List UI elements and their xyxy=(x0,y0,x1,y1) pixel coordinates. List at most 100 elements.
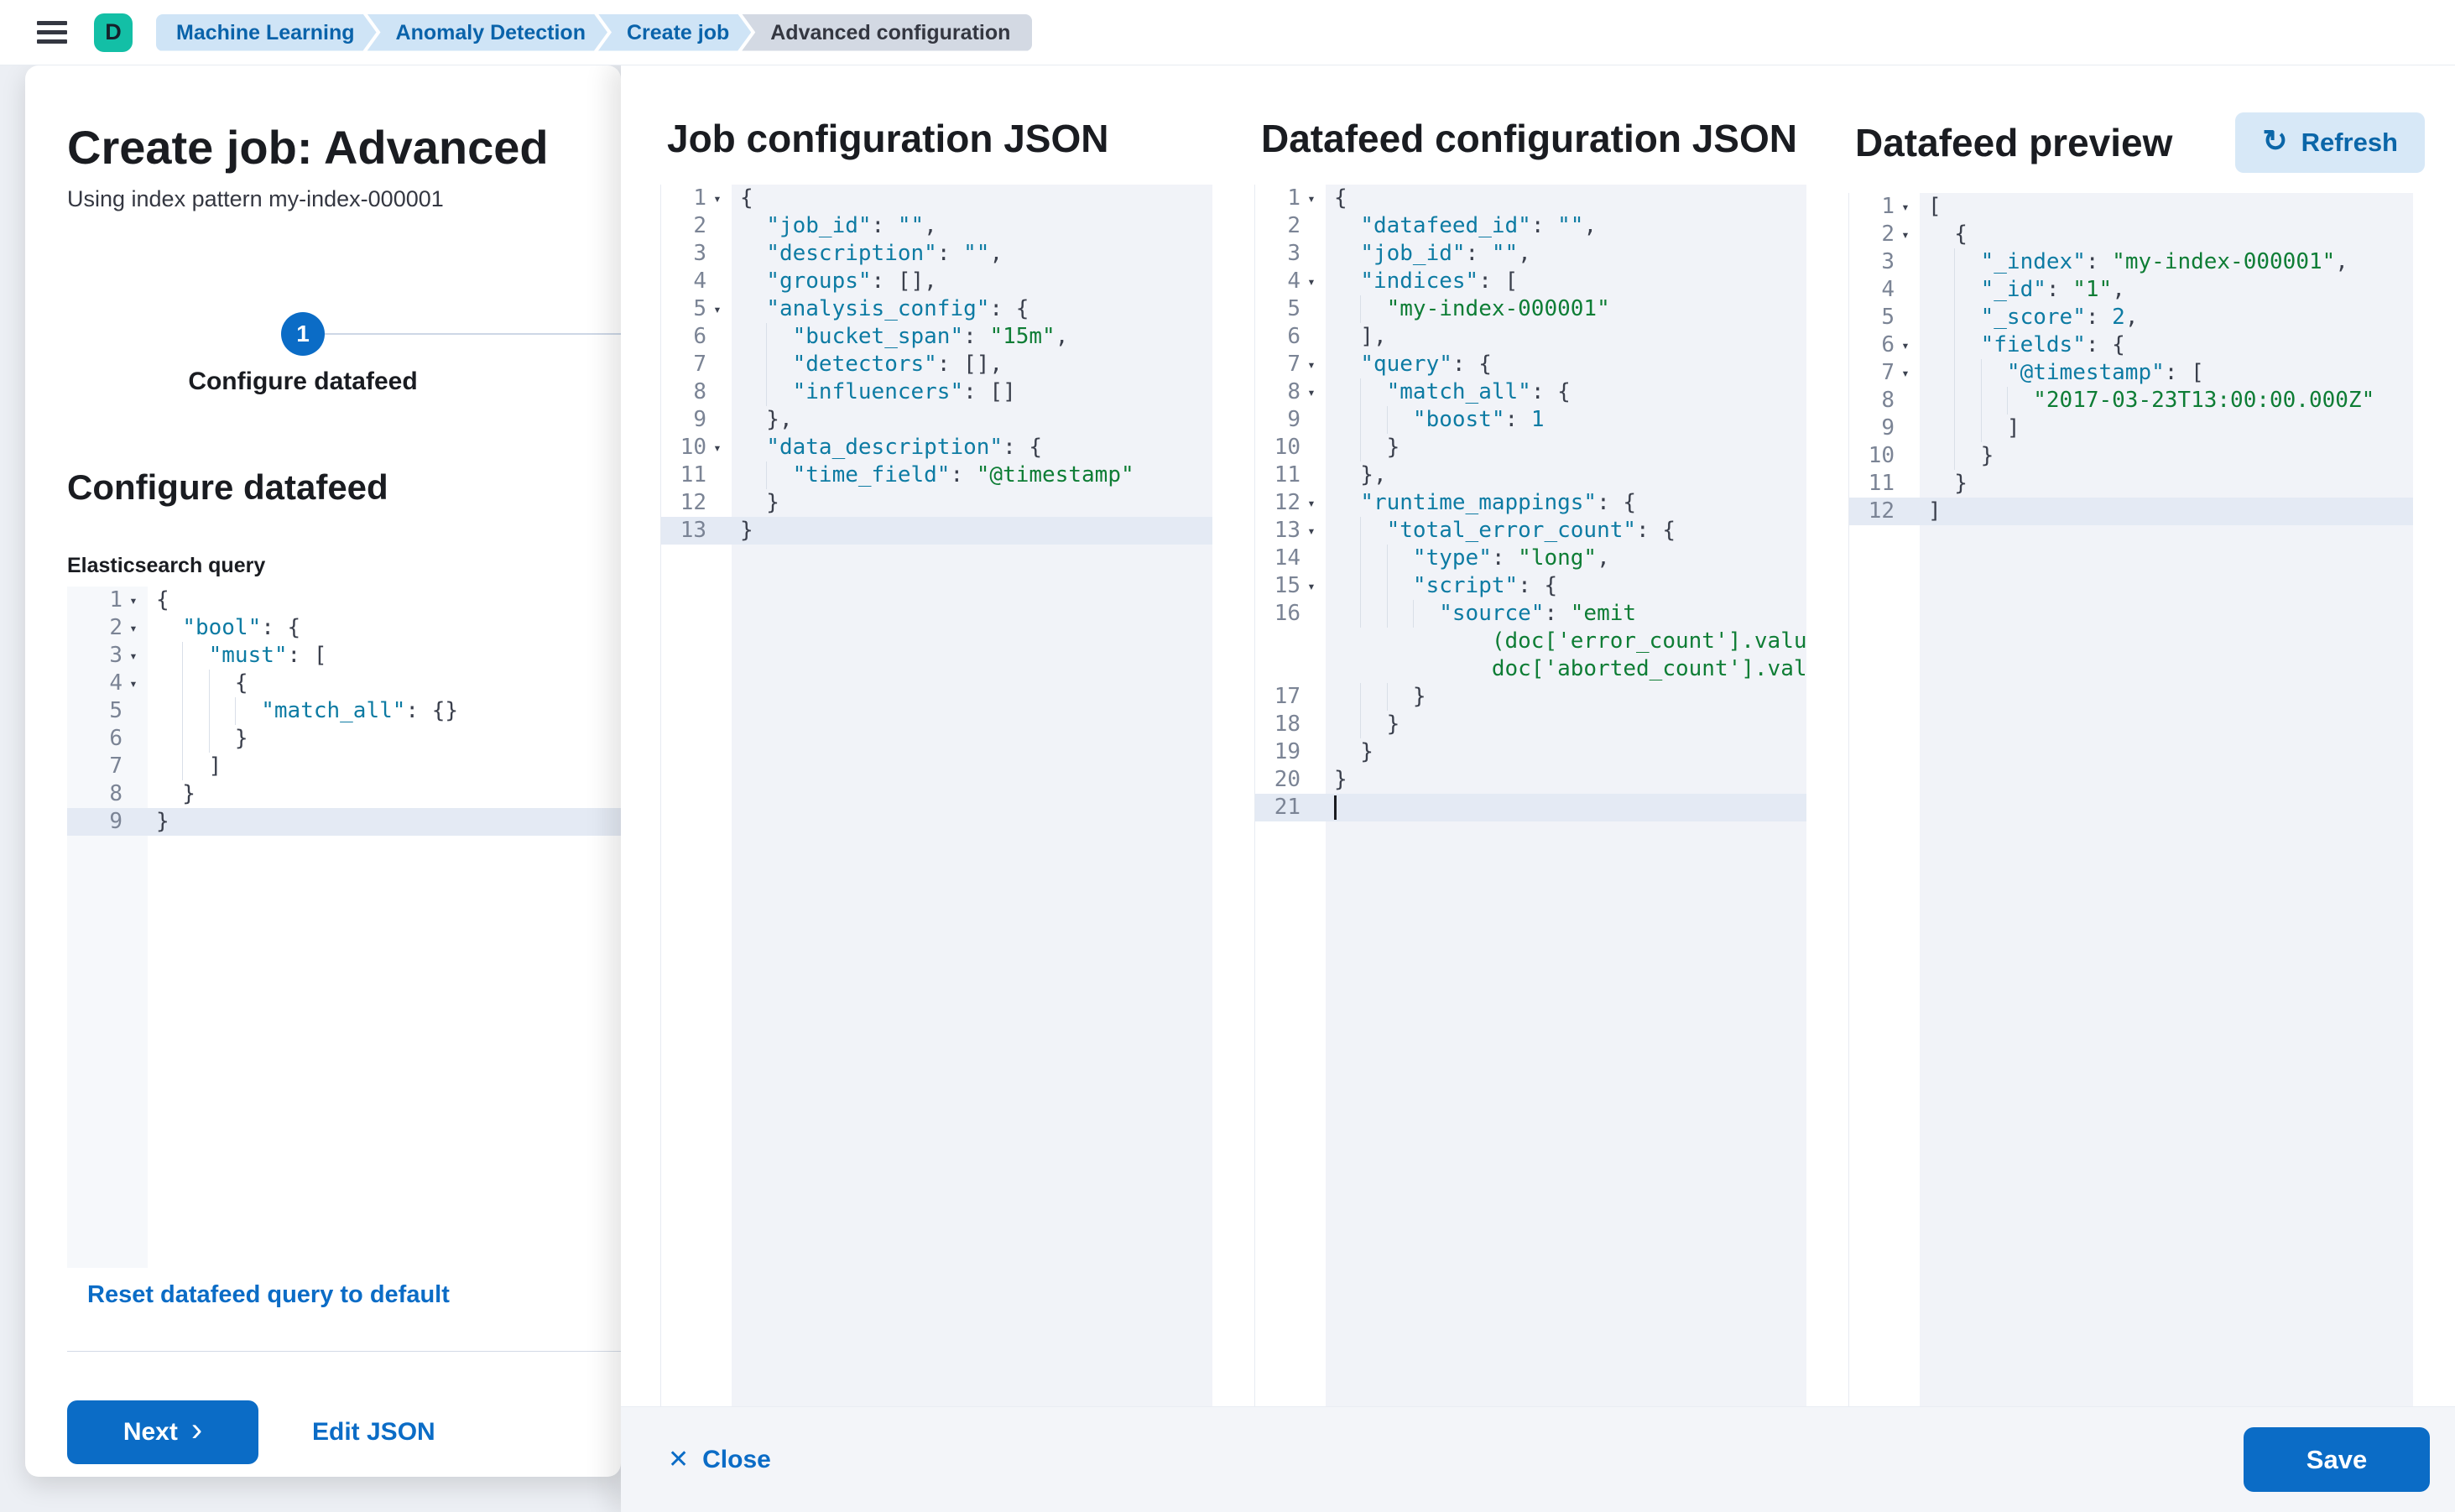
code-line: 2▾ "bool": { xyxy=(67,614,621,642)
code-line: 4▾ "indices": [ xyxy=(1255,268,1806,295)
fold-toggle-icon[interactable]: ▾ xyxy=(1307,495,1316,511)
code-line: 4▾ { xyxy=(67,670,621,697)
fold-toggle-icon[interactable]: ▾ xyxy=(129,675,138,691)
fold-toggle-icon[interactable]: ▾ xyxy=(1307,384,1316,400)
step-progress-line xyxy=(325,333,621,335)
flyout-footer: ✕ Close Save xyxy=(621,1406,2455,1512)
job-configuration-title: Job configuration JSON xyxy=(667,117,1109,160)
code-line: 3 "job_id": "", xyxy=(1255,240,1806,268)
code-line: 13▾ "total_error_count": { xyxy=(1255,517,1806,545)
code-line: 8 "influencers": [] xyxy=(661,378,1212,406)
code-line: 4 "_id": "1", xyxy=(1849,276,2413,304)
code-line: 1▾{ xyxy=(661,185,1212,212)
divider xyxy=(67,1351,621,1352)
code-line: 5 "_score": 2, xyxy=(1849,304,2413,331)
fold-toggle-icon[interactable]: ▾ xyxy=(1307,274,1316,289)
close-icon: ✕ xyxy=(668,1445,690,1473)
index-pattern-subtitle: Using index pattern my-index-000001 xyxy=(67,186,444,211)
code-line: 6 ], xyxy=(1255,323,1806,351)
avatar[interactable]: D xyxy=(94,13,133,52)
code-line: 10 } xyxy=(1849,442,2413,470)
code-line: 5 "match_all": {} xyxy=(67,697,621,725)
code-line: 3▾ "must": [ xyxy=(67,642,621,670)
fold-toggle-icon[interactable]: ▾ xyxy=(1901,365,1910,381)
reset-datafeed-query-link[interactable]: Reset datafeed query to default xyxy=(87,1281,450,1308)
text-cursor xyxy=(1334,795,1337,820)
code-line: 12▾ "runtime_mappings": { xyxy=(1255,489,1806,517)
breadcrumb-item: Advanced configuration xyxy=(742,13,1033,51)
close-button[interactable]: ✕ Close xyxy=(668,1445,771,1473)
save-button[interactable]: Save xyxy=(2244,1427,2430,1492)
fold-toggle-icon[interactable]: ▾ xyxy=(1307,357,1316,373)
menu-icon[interactable] xyxy=(37,16,67,49)
code-line: (doc['error_count'].value + xyxy=(1255,628,1806,655)
fold-toggle-icon[interactable]: ▾ xyxy=(713,301,722,317)
fold-toggle-icon[interactable]: ▾ xyxy=(129,620,138,636)
create-job-wizard-panel: Create job: Advanced Using index pattern… xyxy=(25,65,621,1477)
step-1-label: Configure datafeed xyxy=(188,368,418,395)
code-line: 6 "bucket_span": "15m", xyxy=(661,323,1212,351)
code-line: 3 "_index": "my-index-000001", xyxy=(1849,248,2413,276)
refresh-button[interactable]: ↻ Refresh xyxy=(2235,112,2425,173)
next-button[interactable]: Next › xyxy=(67,1400,258,1464)
fold-toggle-icon[interactable]: ▾ xyxy=(1307,190,1316,206)
elasticsearch-query-editor[interactable]: 1▾{2▾ "bool": {3▾ "must": [4▾ {5 "match_… xyxy=(67,587,621,1268)
edit-json-link[interactable]: Edit JSON xyxy=(312,1418,435,1446)
code-line: 19 } xyxy=(1255,738,1806,766)
code-line: 12] xyxy=(1849,498,2413,525)
fold-toggle-icon[interactable]: ▾ xyxy=(129,592,138,608)
code-line: 9} xyxy=(67,808,621,836)
code-line: 14 "type": "long", xyxy=(1255,545,1806,572)
step-indicator: 1 Configure datafeed xyxy=(67,312,621,413)
breadcrumb-item[interactable]: Create job xyxy=(598,14,751,51)
breadcrumb-item[interactable]: Anomaly Detection xyxy=(367,14,607,51)
code-line: 2 "datafeed_id": "", xyxy=(1255,212,1806,240)
fold-toggle-icon[interactable]: ▾ xyxy=(129,648,138,664)
code-line: 2 "job_id": "", xyxy=(661,212,1212,240)
code-line: 20} xyxy=(1255,766,1806,794)
code-line: 12 } xyxy=(661,489,1212,517)
code-line: 15▾ "script": { xyxy=(1255,572,1806,600)
job-configuration-column: Job configuration JSON 1▾{2 "job_id": ""… xyxy=(660,65,1254,1406)
code-line: 9 ] xyxy=(1849,414,2413,442)
code-line: 13} xyxy=(661,517,1212,545)
page-title: Create job: Advanced xyxy=(67,121,549,174)
code-line: 1▾{ xyxy=(1255,185,1806,212)
code-line: 2▾ { xyxy=(1849,221,2413,248)
datafeed-preview-editor[interactable]: 1▾[2▾ {3 "_index": "my-index-000001",4 "… xyxy=(1849,193,2413,1406)
code-line: 4 "groups": [], xyxy=(661,268,1212,295)
code-line: 5 "my-index-000001" xyxy=(1255,295,1806,323)
code-line: 21 xyxy=(1255,794,1806,821)
fold-toggle-icon[interactable]: ▾ xyxy=(1307,523,1316,539)
fold-toggle-icon[interactable]: ▾ xyxy=(713,440,722,456)
chevron-right-icon: › xyxy=(190,1411,203,1448)
code-line: 16 "source": "emit xyxy=(1255,600,1806,628)
fold-toggle-icon[interactable]: ▾ xyxy=(713,190,722,206)
code-line: 8▾ "match_all": { xyxy=(1255,378,1806,406)
code-line: 11 }, xyxy=(1255,461,1806,489)
code-line: 7▾ "@timestamp": [ xyxy=(1849,359,2413,387)
code-line: 17 } xyxy=(1255,683,1806,711)
fold-toggle-icon[interactable]: ▾ xyxy=(1901,227,1910,242)
code-line: doc['aborted_count'].value)" xyxy=(1255,655,1806,683)
code-line: 10 } xyxy=(1255,434,1806,461)
code-line: 11 } xyxy=(1849,470,2413,498)
code-line: 9 }, xyxy=(661,406,1212,434)
code-line: 8 } xyxy=(67,780,621,808)
code-line: 10▾ "data_description": { xyxy=(661,434,1212,461)
code-line: 8 "2017-03-23T13:00:00.000Z" xyxy=(1849,387,2413,414)
code-line: 9 "boost": 1 xyxy=(1255,406,1806,434)
fold-toggle-icon[interactable]: ▾ xyxy=(1901,199,1910,215)
elasticsearch-query-label: Elasticsearch query xyxy=(67,554,266,577)
datafeed-configuration-title: Datafeed configuration JSON xyxy=(1261,117,1797,160)
fold-toggle-icon[interactable]: ▾ xyxy=(1307,578,1316,594)
breadcrumb-item[interactable]: Machine Learning xyxy=(156,14,377,51)
section-heading: Configure datafeed xyxy=(67,467,388,507)
job-configuration-editor[interactable]: 1▾{2 "job_id": "",3 "description": "",4 … xyxy=(661,185,1212,1406)
datafeed-configuration-editor[interactable]: 1▾{2 "datafeed_id": "",3 "job_id": "",4▾… xyxy=(1255,185,1806,1406)
fold-toggle-icon[interactable]: ▾ xyxy=(1901,337,1910,353)
step-1-circle[interactable]: 1 xyxy=(281,312,325,356)
refresh-icon: ↻ xyxy=(2262,123,2288,158)
